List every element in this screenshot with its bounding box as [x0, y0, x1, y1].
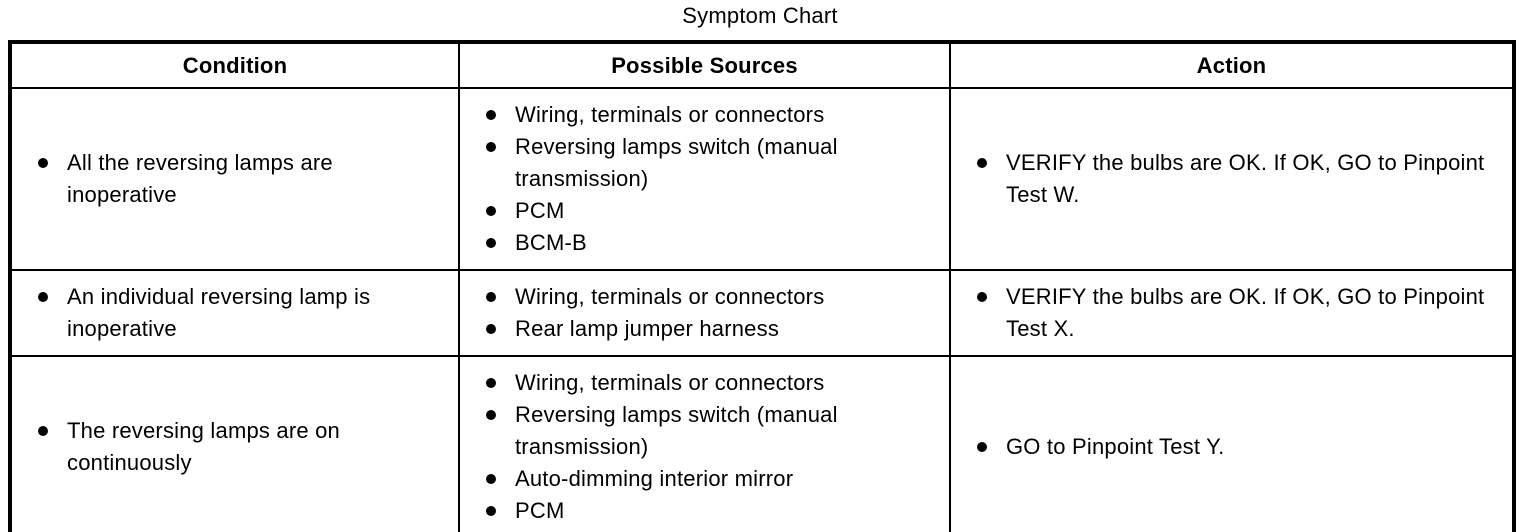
bullet-icon [977, 158, 987, 168]
list-item: PCM [486, 195, 935, 227]
list-item-text: PCM [515, 498, 565, 523]
bullet-icon [486, 292, 496, 302]
condition-cell: An individual reversing lamp is inoperat… [9, 269, 460, 357]
action-cell: VERIFY the bulbs are OK. If OK, GO to Pi… [949, 269, 1515, 357]
bullet-icon [486, 110, 496, 120]
list-item: PCM [486, 495, 935, 527]
bullet-icon [486, 142, 496, 152]
bullet-icon [486, 474, 496, 484]
bullet-icon [486, 378, 496, 388]
list-item-text: Wiring, terminals or connectors [515, 284, 825, 309]
bullet-icon [486, 410, 496, 420]
list-item: Reversing lamps switch (manual transmiss… [486, 131, 935, 195]
table-row: An individual reversing lamp is inoperat… [9, 269, 1515, 357]
action-cell: VERIFY the bulbs are OK. If OK, GO to Pi… [949, 87, 1515, 271]
list-item: All the reversing lamps are inoperative [38, 147, 444, 211]
condition-cell: All the reversing lamps are inoperative [9, 87, 460, 271]
list-item-text: Auto-dimming interior mirror [515, 466, 794, 491]
bullet-icon [486, 206, 496, 216]
list-item: Auto-dimming interior mirror [486, 463, 935, 495]
table-row: The reversing lamps are on continuously W… [9, 355, 1515, 532]
list-item: BCM-B [486, 227, 935, 259]
list-item-text: All the reversing lamps are inoperative [67, 150, 333, 207]
list-item: VERIFY the bulbs are OK. If OK, GO to Pi… [977, 147, 1498, 211]
symptom-chart-table: Condition Possible Sources Action All th… [8, 40, 1516, 532]
list-item: Wiring, terminals or connectors [486, 99, 935, 131]
bullet-icon [38, 426, 48, 436]
list-item-text: VERIFY the bulbs are OK. If OK, GO to Pi… [1006, 284, 1485, 341]
list-item-text: Wiring, terminals or connectors [515, 370, 825, 395]
list-item-text: An individual reversing lamp is inoperat… [67, 284, 371, 341]
list-item: Wiring, terminals or connectors [486, 281, 935, 313]
bullet-icon [977, 292, 987, 302]
list-item: GO to Pinpoint Test Y. [977, 431, 1498, 463]
action-cell: GO to Pinpoint Test Y. [949, 355, 1515, 532]
list-item: Rear lamp jumper harness [486, 313, 935, 345]
table-header-row: Condition Possible Sources Action [9, 41, 1515, 89]
list-item: Reversing lamps switch (manual transmiss… [486, 399, 935, 463]
column-header-possible-sources: Possible Sources [458, 41, 951, 89]
list-item-text: VERIFY the bulbs are OK. If OK, GO to Pi… [1006, 150, 1485, 207]
list-item-text: Reversing lamps switch (manual transmiss… [515, 134, 838, 191]
bullet-icon [38, 292, 48, 302]
bullet-icon [977, 442, 987, 452]
bullet-icon [486, 506, 496, 516]
bullet-icon [486, 238, 496, 248]
list-item-text: BCM-B [515, 230, 587, 255]
bullet-icon [38, 158, 48, 168]
page-title: Symptom Chart [682, 3, 838, 28]
list-item-text: GO to Pinpoint Test Y. [1006, 434, 1225, 459]
bullet-icon [486, 324, 496, 334]
list-item: An individual reversing lamp is inoperat… [38, 281, 444, 345]
list-item-text: Rear lamp jumper harness [515, 316, 780, 341]
table-row: All the reversing lamps are inoperative W… [9, 87, 1515, 271]
list-item: The reversing lamps are on continuously [38, 415, 444, 479]
column-header-action: Action [949, 41, 1515, 89]
list-item: VERIFY the bulbs are OK. If OK, GO to Pi… [977, 281, 1498, 345]
condition-cell: The reversing lamps are on continuously [9, 355, 460, 532]
list-item-text: The reversing lamps are on continuously [67, 418, 340, 475]
list-item: Wiring, terminals or connectors [486, 367, 935, 399]
list-item-text: Reversing lamps switch (manual transmiss… [515, 402, 838, 459]
list-item-text: PCM [515, 198, 565, 223]
column-header-condition: Condition [9, 41, 460, 89]
list-item-text: Wiring, terminals or connectors [515, 102, 825, 127]
